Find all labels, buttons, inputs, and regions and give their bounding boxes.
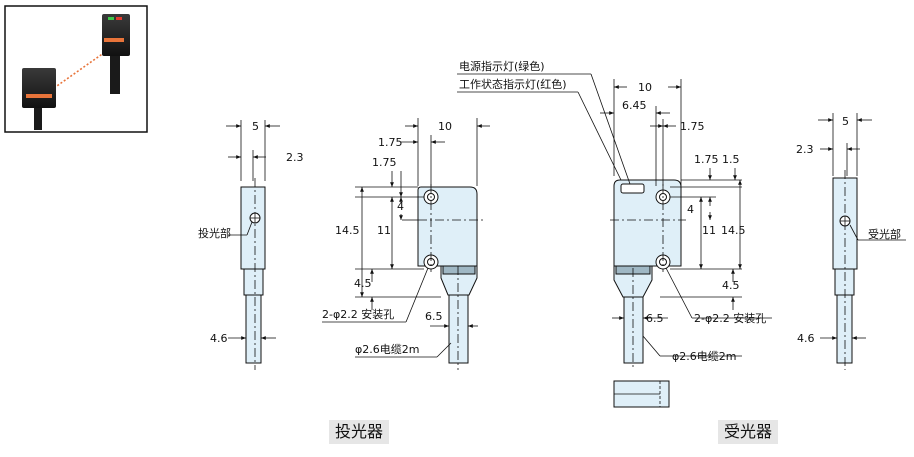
receiver-bottom-label: 4.5 [722,279,740,292]
receiver-holes-label: 2-φ2.2 安装孔 [694,311,766,325]
emitter-cable-label: φ2.6电缆2m [355,343,419,356]
receiver-lens-label: 受光部 [868,227,901,241]
receiver-hole-center-label: 4 [687,203,694,216]
receiver-side-offset-label: 2.3 [796,143,814,156]
emitter-cable-offset-label: 6.5 [425,310,443,323]
receiver-top-b-label: 1.5 [722,153,740,166]
receiver-side-view [818,113,906,370]
emitter-front-height-label: 14.5 [335,224,360,237]
receiver-height-label: 14.5 [721,224,746,237]
emitter-front-hole-top-label: 1.75 [372,156,397,169]
receiver-hole-offset-label: 1.75 [680,120,705,133]
receiver-top-a-label: 1.75 [694,153,719,166]
emitter-holes-label: 2-φ2.2 安装孔 [322,307,394,321]
receiver-side-cable-label: 4.6 [797,332,815,345]
receiver-cable-offset-label: 6.5 [646,312,664,325]
emitter-side-offset-label: 2.3 [286,151,304,164]
receiver-cable-label: φ2.6电缆2m [672,350,736,363]
emitter-lens-label: 投光部 [198,226,231,240]
emitter-caption: 投光器 [329,420,390,444]
emitter-side-view [226,120,280,370]
receiver-hole-spacing-label: 11 [702,224,716,237]
receiver-front-view [457,73,772,408]
sensor-pair-photo-icon [4,5,148,133]
receiver-front-width-label: 10 [638,81,652,94]
emitter-side-cable-label: 4.6 [210,332,228,345]
receiver-caption: 受光器 [718,420,779,444]
emitter-front-top-offset-label: 1.75 [378,136,403,149]
indicator-green-label: 电源指示灯(绿色) [459,59,545,73]
emitter-front-hole-spacing-label: 11 [377,224,391,237]
emitter-front-width-label: 10 [438,120,452,133]
receiver-window-offset-label: 6.45 [622,99,647,112]
indicator-red-label: 工作状态指示灯(红色) [459,77,567,91]
emitter-side-width-label: 5 [252,120,259,133]
emitter-front-view [322,118,490,370]
emitter-front-bottom-label: 4.5 [354,277,372,290]
emitter-front-hole-center-label: 4 [397,200,404,213]
receiver-side-width-label: 5 [842,115,849,128]
